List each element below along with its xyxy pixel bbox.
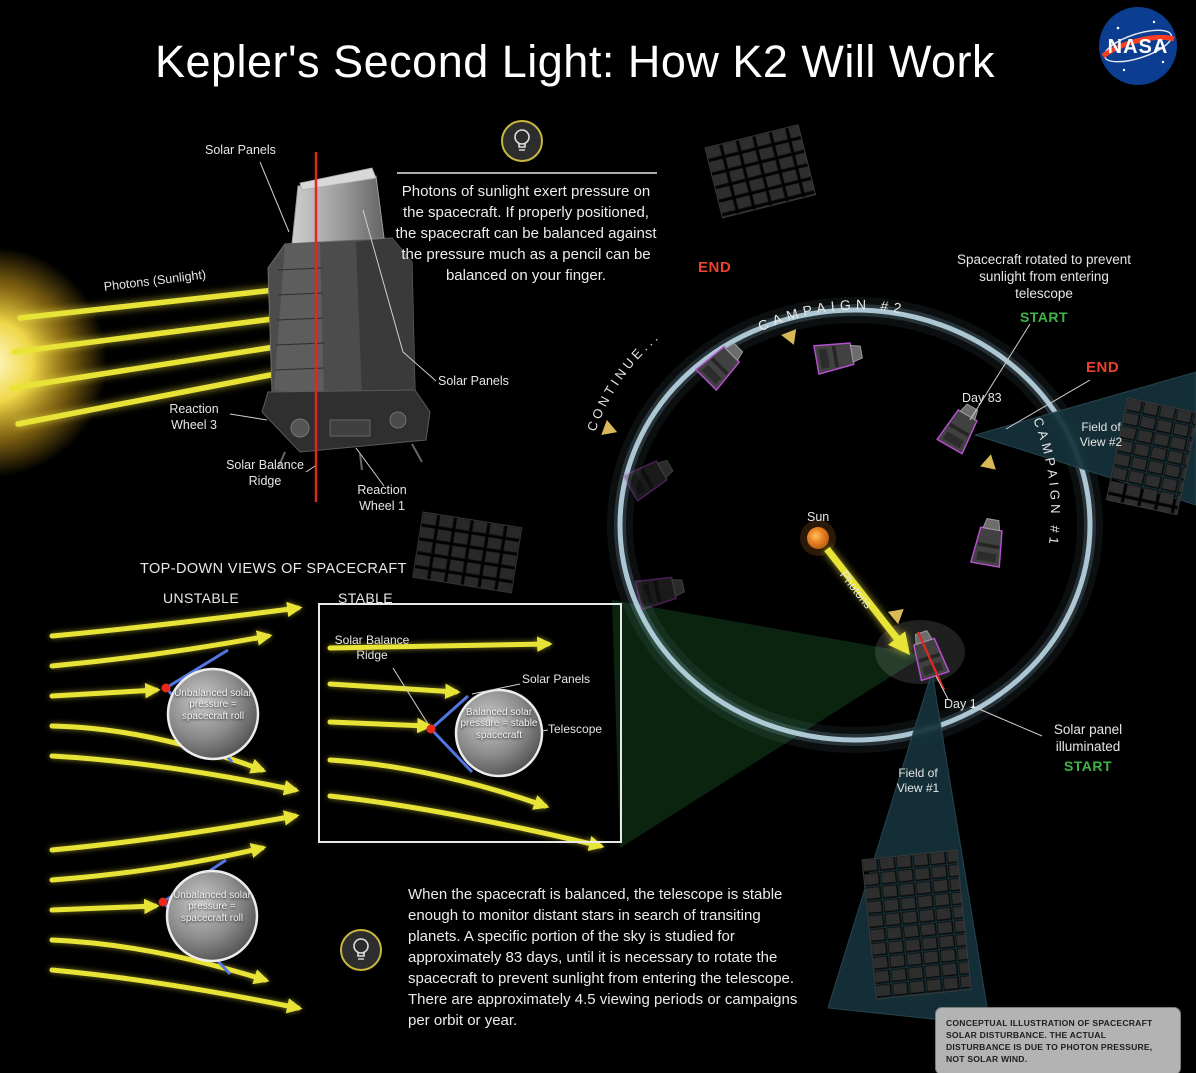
sun-left-glow — [0, 247, 107, 477]
reaction-wheel-3-label: Reaction Wheel 3 — [169, 402, 219, 432]
unstable-heading: UNSTABLE — [163, 590, 240, 606]
photon-beams — [9, 280, 302, 427]
solar-balance-ridge-label: Solar Balance Ridge — [226, 458, 304, 488]
spacecraft-campaign1 — [969, 515, 1009, 569]
stable-diagram — [327, 636, 605, 852]
end-right-label: END — [1086, 359, 1120, 376]
field-of-view-2-label: Field of View #2 — [1079, 420, 1123, 449]
solar-array-top — [704, 124, 817, 219]
day-83-label: Day 83 — [962, 391, 1002, 405]
orbit-sun-glow — [800, 520, 836, 556]
ridge-label-stable: Solar Balance Ridge — [334, 633, 410, 662]
lightbulb-icon-top — [501, 120, 543, 162]
balanced-circle — [454, 688, 544, 778]
solar-panels-right-label: Solar Panels — [438, 374, 509, 388]
orbit-sun — [807, 527, 829, 549]
end-top-label: END — [698, 259, 732, 276]
balanced-circle-text: Balanced solar pressure = stable spacecr… — [460, 707, 538, 741]
nasa-swoosh — [1101, 35, 1175, 59]
nasa-logo-text: NASA — [1108, 36, 1169, 58]
unstable-diagram-1 — [49, 601, 303, 796]
solar-array-right — [1105, 397, 1196, 516]
solar-array-bottom — [861, 849, 972, 1000]
reaction-wheel-1-label: Reaction Wheel 1 — [357, 483, 407, 513]
nasa-logo: NASA — [1096, 4, 1180, 88]
orbit-spacecraft — [621, 335, 1009, 691]
start-top-label: START — [1019, 309, 1069, 325]
photon-beam-orbit — [824, 546, 911, 656]
ghost-spacecraft — [633, 570, 688, 612]
balance-note: When the spacecraft is balanced, the tel… — [408, 886, 798, 1029]
unbalanced-circle-1 — [166, 667, 260, 761]
pointer-lines-left — [229, 161, 437, 487]
page-title: Kepler's Second Light: How K2 Will Work — [154, 36, 996, 87]
stable-box — [318, 603, 622, 843]
spacecraft-campaign2 — [812, 336, 866, 376]
nasa-logo-circle — [1099, 7, 1177, 85]
start-bottom-label: START — [1063, 758, 1113, 774]
telescope-label: Telescope — [548, 722, 603, 736]
illumination-note: Solar panel illuminated — [1053, 722, 1123, 754]
pressure-note: Photons of sunlight exert pressure on th… — [395, 183, 657, 284]
day1-ridge-line — [916, 631, 946, 691]
unbalanced-circle-2-text: Unbalanced solar pressure = spacecraft r… — [173, 890, 251, 924]
solar-array-left — [412, 511, 523, 594]
unbalanced-circle-2 — [165, 869, 259, 963]
rotation-note: Spacecraft rotated to prevent sunlight f… — [956, 252, 1132, 301]
stable-heading: STABLE — [338, 590, 394, 606]
unstable-diagram-2 — [49, 810, 303, 1014]
lightbulb-icon-bottom — [340, 929, 382, 971]
disclaimer-box: CONCEPTUAL ILLUSTRATION OF SPACECRAFT SO… — [935, 1007, 1181, 1073]
orbit-ring — [607, 297, 1103, 753]
kepler-spacecraft — [261, 152, 431, 502]
day-1-label: Day 1 — [944, 697, 977, 711]
field-of-view-1-label: Field of View #1 — [896, 766, 940, 795]
top-down-heading: TOP-DOWN VIEWS OF SPACECRAFT — [140, 561, 407, 577]
solar-panels-stable-label: Solar Panels — [522, 672, 591, 686]
unbalanced-circle-1-text: Unbalanced solar pressure = spacecraft r… — [174, 688, 252, 722]
solar-panels-left-label: Solar Panels — [205, 143, 276, 157]
pointer-lines-orbit — [935, 323, 1091, 737]
sun-label: Sun — [807, 510, 830, 524]
